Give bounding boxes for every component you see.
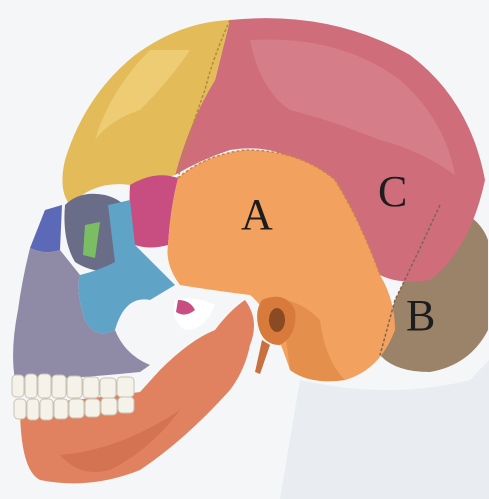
label-c: C [378, 170, 407, 214]
neck-shadow [280, 360, 489, 499]
ear-opening [269, 308, 285, 332]
label-a: A [241, 193, 273, 237]
nasal-bone [30, 205, 62, 252]
label-b: B [406, 294, 435, 338]
styloid-process [255, 340, 270, 374]
upper-teeth [12, 374, 134, 398]
